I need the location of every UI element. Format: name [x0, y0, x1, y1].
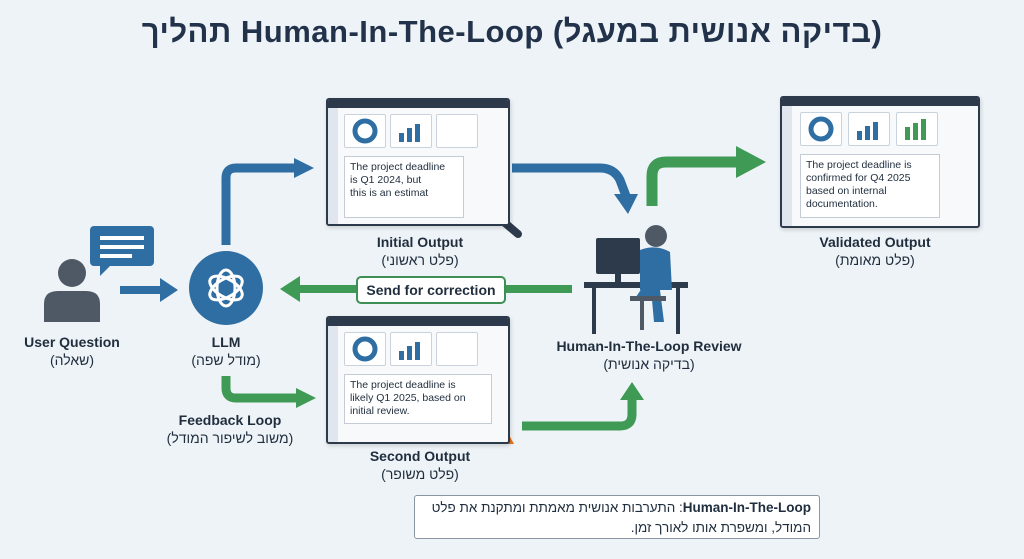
review-label: Human-In-The-Loop Review (בדיקה אנושית)	[556, 338, 742, 372]
second-output-text: The project deadline is likely Q1 2025, …	[344, 374, 492, 424]
bar-chart-icon	[390, 114, 432, 148]
arrow-correction	[280, 276, 572, 302]
feedback-loop-label: Feedback Loop (משוב לשיפור המודל)	[166, 412, 294, 446]
initial-output-text: The project deadline is Q1 2024, but thi…	[344, 156, 464, 218]
page-title: תהליך Human-In-The-Loop (בדיקה אנושית במ…	[141, 14, 883, 49]
validated-output-text: The project deadline is confirmed for Q4…	[800, 154, 940, 218]
arrow-llm-to-second	[221, 376, 316, 408]
footnote-text: : התערבות אנושית מאמתת ומתקנת את פלט המו…	[431, 500, 811, 535]
llm-label: LLM (מודל שפה)	[191, 334, 261, 368]
second-output-label: Second Output (פלט משופר)	[369, 448, 471, 482]
send-for-correction-label: Send for correction	[356, 276, 506, 304]
arrow-user-to-llm	[120, 278, 178, 302]
validated-output-window: The project deadline is confirmed for Q4…	[780, 96, 980, 228]
user-icon	[44, 259, 100, 322]
bar-chart-icon	[436, 332, 478, 366]
donut-chart-icon	[344, 114, 386, 148]
bar-chart-icon	[390, 332, 432, 366]
footnote: Human-In-The-Loop: התערבות אנושית מאמתת …	[414, 495, 820, 539]
chat-bubble-icon	[90, 226, 154, 276]
openai-logo-icon	[189, 251, 263, 325]
arrow-review-to-validated	[646, 146, 766, 206]
bar-chart-icon	[848, 112, 890, 146]
arrow-llm-to-initial	[221, 158, 314, 245]
validated-output-label: Validated Output (פלט מאומת)	[819, 234, 931, 268]
second-output-window: The project deadline is likely Q1 2025, …	[326, 316, 510, 444]
initial-output-label: Initial Output (פלט ראשוני)	[376, 234, 464, 268]
arrow-initial-to-review	[512, 163, 638, 214]
bar-chart-icon	[436, 114, 478, 148]
donut-chart-icon	[344, 332, 386, 366]
human-desk-icon	[584, 225, 688, 334]
bar-chart-icon	[896, 112, 938, 146]
user-question-label: User Question (שאלה)	[24, 334, 120, 368]
initial-output-window: The project deadline is Q1 2024, but thi…	[326, 98, 510, 226]
footnote-term: Human-In-The-Loop	[682, 500, 811, 515]
arrow-second-to-review	[522, 382, 644, 431]
donut-chart-icon	[800, 112, 842, 146]
